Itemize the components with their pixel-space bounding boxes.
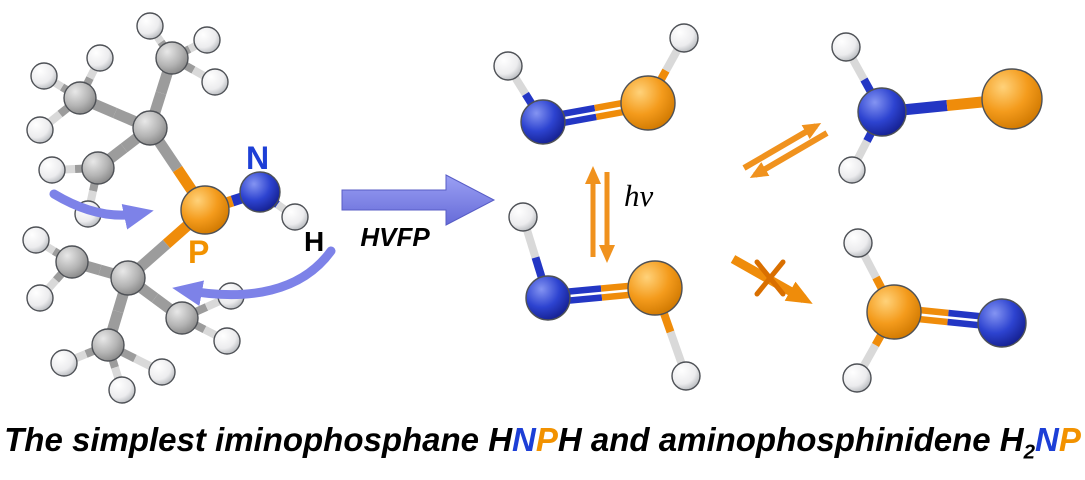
phosphorus-label: P <box>188 234 210 270</box>
hydrogen-atom <box>831 32 861 62</box>
hydrogen-atom <box>148 358 176 386</box>
hydrogen-atom <box>108 376 136 404</box>
phosphorus-atom <box>620 75 676 131</box>
phosphorus-atom <box>180 185 230 235</box>
curved-arrow-to-lower-group <box>172 246 336 307</box>
photolysis-label: hν <box>624 178 654 213</box>
carbon-atom <box>155 41 189 75</box>
nitrogen-atom <box>977 298 1027 348</box>
carbon-atom <box>81 151 115 185</box>
hvfp-label: HVFP <box>360 222 430 252</box>
hydrogen-atom <box>26 284 54 312</box>
hydrogen-atom <box>193 26 221 54</box>
caption: The simplest iminophosphane HNPH and ami… <box>0 421 1085 465</box>
hvfp-arrow <box>341 174 496 226</box>
trans-hnph-molecule <box>493 23 699 145</box>
caption-h2np-sub: 2 <box>1023 440 1035 464</box>
hydrogen-atom <box>30 62 58 90</box>
hydrogen-atom <box>136 12 164 40</box>
carbon-atom <box>110 260 146 296</box>
cross-icon <box>754 259 786 297</box>
arrows-layer <box>49 122 829 307</box>
hydrogen-atom <box>38 156 66 184</box>
hydrogen-atom <box>671 361 701 391</box>
equilibrium-arrow-upright <box>742 122 822 171</box>
phosphorus-atom <box>981 68 1043 130</box>
carbon-atom <box>132 110 168 146</box>
h2np-molecule <box>831 32 1043 184</box>
hydrogen-atom <box>213 327 241 355</box>
hydrogen-atom <box>26 116 54 144</box>
precursor-molecule <box>22 12 309 404</box>
hydrogen-atom <box>493 51 523 81</box>
hydrogen-atom <box>842 363 872 393</box>
equilibrium-arrow-downleft <box>749 130 829 179</box>
caption-hnph-p: P <box>535 421 558 458</box>
curved-arrow-to-phosphorus <box>49 189 154 230</box>
hydrogen-label: H <box>304 226 325 257</box>
caption-hnph-n: N <box>512 421 536 458</box>
caption-h2np-p: P <box>1058 421 1081 458</box>
caption-mid: and aminophosphinidene <box>581 421 1000 458</box>
caption-hnph-h2: H <box>557 421 582 458</box>
caption-h2np-h: H <box>999 421 1024 458</box>
caption-h2np-n: N <box>1034 421 1059 458</box>
caption-lead: The simplest iminophosphane <box>4 421 489 458</box>
hydrogen-atom <box>86 44 114 72</box>
carbon-atom <box>63 81 97 115</box>
hydrogen-atom <box>22 226 50 254</box>
phosphorus-atom <box>866 284 922 340</box>
phosphorus-atom <box>627 260 683 316</box>
carbon-atom <box>55 245 89 279</box>
hydrogen-atom <box>508 202 538 232</box>
nitrogen-atom <box>239 171 281 213</box>
nitrogen-atom <box>525 275 571 321</box>
carbon-atom <box>91 328 125 362</box>
nitrogen-atom <box>520 99 566 145</box>
hydrogen-atom <box>281 203 309 231</box>
nitrogen-atom <box>857 87 907 137</box>
hydrogen-atom <box>838 156 866 184</box>
hydrogen-atom <box>50 349 78 377</box>
hydrogen-atom <box>843 228 873 258</box>
hydrogen-atom <box>669 23 699 53</box>
caption-hnph-h1: H <box>488 421 513 458</box>
hydrogen-atom <box>201 68 229 96</box>
cis-hnph-molecule <box>508 202 701 391</box>
h2pn-molecule <box>842 228 1027 393</box>
carbon-atom <box>165 301 199 335</box>
nitrogen-label: N <box>246 140 270 176</box>
